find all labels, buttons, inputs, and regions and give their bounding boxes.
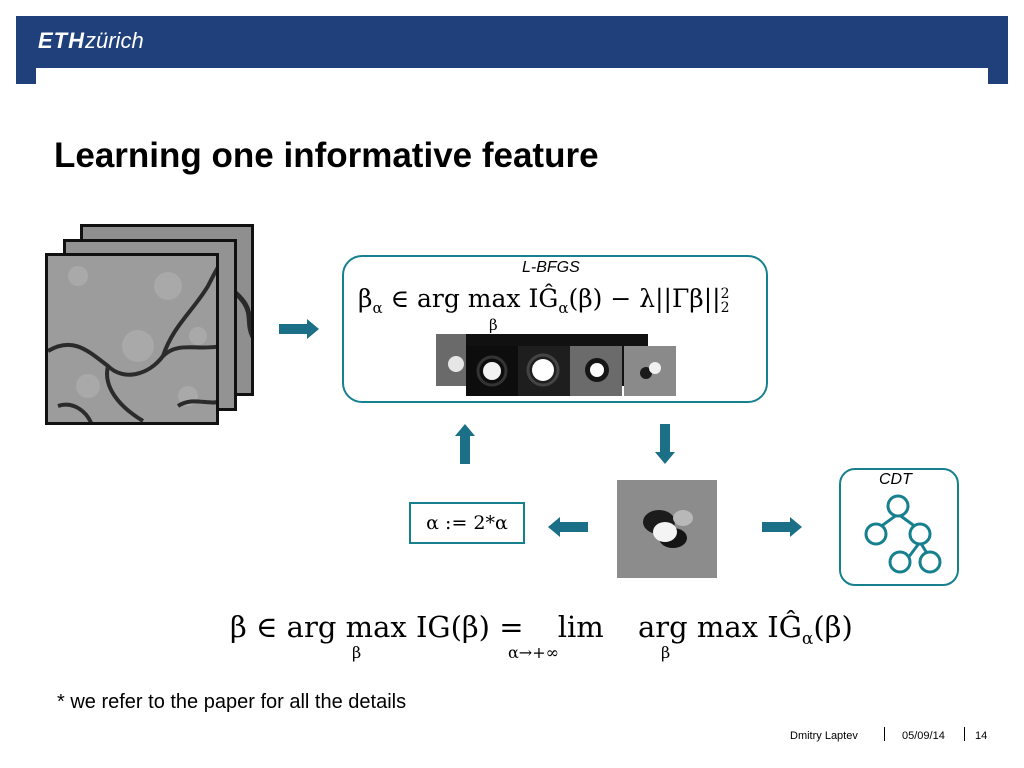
header-bar [16, 16, 1008, 84]
lbfgs-label: L-BFGS [522, 259, 580, 276]
learned-feature-image [617, 480, 717, 578]
bottom-argmax-under-1: β [352, 643, 362, 662]
filter-patch-2 [518, 346, 570, 396]
arrow-right-icon [762, 517, 802, 537]
arrow-left-icon [548, 517, 588, 537]
footnote: * we refer to the paper for all the deta… [57, 691, 407, 713]
microscopy-image-front [45, 253, 219, 425]
footer-separator [884, 727, 885, 741]
cdt-label: CDT [879, 471, 912, 488]
bottom-lim-under: α→+∞ [508, 643, 559, 662]
alpha-update-box: α := 2*α [409, 502, 525, 544]
slide-title: Learning one informative feature [54, 136, 599, 175]
header-notch [36, 68, 988, 84]
bottom-formula: β ∈ arg max IG(β) = lim arg max IĜα(β) [230, 610, 853, 649]
eth-logo: ETHzürich [38, 28, 144, 53]
arrow-up-icon [455, 424, 475, 464]
arrow-down-icon [655, 424, 675, 464]
footer-page-number: 14 [975, 730, 988, 742]
filter-patch-4 [624, 346, 676, 396]
decision-tree-icon [864, 494, 942, 574]
filter-patch-1 [466, 346, 518, 396]
arrow-right-icon [279, 319, 319, 339]
filter-patch-3 [570, 346, 622, 396]
lbfgs-argmax-under: β [489, 316, 498, 334]
cdt-box [839, 468, 959, 586]
microscopy-texture [48, 256, 216, 422]
bottom-argmax-under-2: β [661, 643, 671, 662]
lbfgs-box [342, 255, 768, 403]
filter-patch-back [436, 334, 466, 386]
footer-author: Dmitry Laptev [790, 730, 858, 742]
footer-date: 05/09/14 [902, 730, 945, 742]
footer-separator [964, 727, 965, 741]
